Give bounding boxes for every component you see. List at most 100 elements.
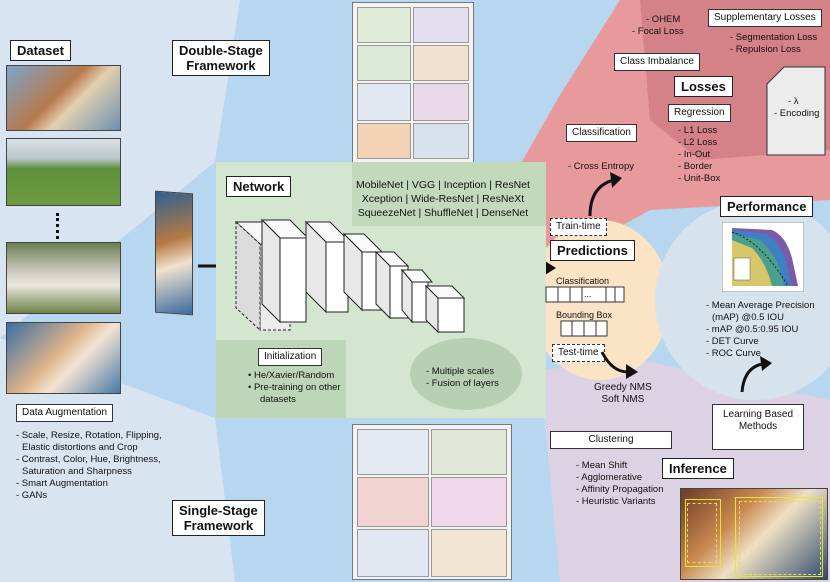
inference-dogs-photo — [680, 488, 828, 580]
double-stage-line1: Double-Stage — [179, 43, 263, 58]
performance-metric: (mAP) @0.5 IOU — [712, 312, 784, 323]
augmentation-item: - GANs — [16, 490, 48, 501]
double-stage-title: Double-Stage Framework — [172, 40, 270, 76]
nms-item: Greedy NMS — [594, 382, 652, 393]
train-time-label: Train-time — [550, 218, 607, 236]
encoding-list: - λ - Encoding — [774, 96, 819, 120]
scales-list: - Multiple scales - Fusion of layers — [426, 366, 499, 390]
scales-item: - Multiple scales — [426, 366, 495, 377]
double-stage-figure — [352, 2, 474, 164]
losses-title: Losses — [674, 76, 733, 97]
performance-metric: - mAP @0.5:0.95 IOU — [706, 324, 799, 335]
augmentation-list: - Scale, Resize, Rotation, Flipping, Ela… — [16, 430, 162, 502]
ohem-item: - OHEM — [646, 14, 681, 25]
performance-metric: - DET Curve — [706, 336, 759, 347]
clustering-item: - Affinity Propagation — [576, 484, 664, 495]
layer-block-2 — [304, 220, 352, 314]
single-stage-figure — [352, 424, 512, 580]
dataset-title: Dataset — [10, 40, 71, 61]
detection-box — [735, 497, 823, 577]
backbone-line: Xception | Wide-ResNet | ResNeXt — [361, 193, 525, 205]
regression-item: - L2 Loss — [678, 137, 718, 148]
kittens-photo — [6, 322, 121, 394]
vector-ellipsis: ... — [584, 289, 592, 299]
field-photo — [6, 138, 121, 206]
cross-entropy-item: - Cross Entropy — [568, 161, 634, 172]
learning-based-methods: Learning Based Methods — [712, 404, 804, 450]
nms-list: Greedy NMS Soft NMS — [594, 382, 652, 406]
scales-item: - Fusion of layers — [426, 378, 499, 389]
regression-item: - Unit-Box — [678, 173, 721, 184]
initialization-item: datasets — [260, 394, 296, 405]
performance-metric: - Mean Average Precision — [706, 300, 815, 311]
detection-box — [687, 503, 717, 563]
supplementary-loss-item: - Repulsion Loss — [730, 44, 801, 55]
classification-loss-title: Classification — [566, 124, 637, 142]
learning-based-line: Learning Based — [722, 409, 794, 420]
regression-item: - Border — [678, 161, 713, 172]
supplementary-loss-item: - Segmentation Loss — [730, 32, 818, 43]
regression-title: Regression — [668, 104, 731, 122]
arrow-to-performance — [740, 356, 772, 393]
backbone-line: SqueezeNet | ShuffleNet | DenseNet — [357, 207, 529, 219]
regression-item: - In-Out — [678, 149, 711, 160]
augmentation-item: Elastic distortions and Crop — [22, 442, 138, 453]
predictions-title: Predictions — [550, 240, 635, 261]
encoding-card — [766, 66, 826, 156]
single-stage-line2: Framework — [183, 518, 254, 533]
detection-box — [685, 499, 721, 567]
bounding-box-output-label: Bounding Box — [556, 310, 613, 320]
regression-item: - L1 Loss — [678, 125, 718, 136]
nms-item: Soft NMS — [601, 394, 645, 405]
performance-metric: - ROC Curve — [706, 348, 761, 359]
backbone-list: MobileNet | VGG | Inception | ResNet Xce… — [356, 178, 530, 220]
initialization-item: • He/Xavier/Random — [248, 370, 335, 381]
data-augmentation-title: Data Augmentation — [16, 404, 114, 422]
input-dog-photo — [155, 190, 193, 316]
double-stage-line2: Framework — [186, 58, 256, 73]
class-imbalance-title: Class Imbalance — [614, 53, 700, 71]
initialization-title: Initialization — [258, 348, 323, 366]
encoding-item: - Encoding — [774, 108, 820, 119]
clustering-item: - Mean Shift — [576, 460, 628, 471]
performance-metrics-list: - Mean Average Precision (mAP) @0.5 IOU … — [706, 300, 815, 360]
sheep-photo — [6, 242, 121, 314]
class-imbalance-list: - OHEM - Focal Loss — [632, 14, 684, 38]
dots-separator — [56, 213, 62, 239]
layer-block-1 — [234, 218, 310, 332]
learning-based-line: Methods — [738, 421, 778, 432]
arrow-test-to-nms — [600, 351, 638, 379]
layer-block-4 — [374, 250, 410, 320]
augmentation-item: - Scale, Resize, Rotation, Flipping, — [16, 430, 162, 441]
network-backbone-panel — [352, 162, 546, 226]
single-stage-line1: Single-Stage — [179, 503, 258, 518]
layer-block-5 — [400, 268, 434, 324]
inference-title: Inference — [662, 458, 734, 479]
clustering-title: Clustering — [550, 431, 672, 449]
test-time-label: Test-time — [552, 344, 605, 362]
clustering-item: - Heuristic Variants — [576, 496, 656, 507]
precision-recall-figure — [722, 222, 804, 292]
supplementary-losses-list: - Segmentation Loss - Repulsion Loss — [730, 32, 817, 56]
single-stage-title: Single-Stage Framework — [172, 500, 265, 536]
clustering-list: - Mean Shift - Agglomerative - Affinity … — [576, 460, 664, 508]
regression-list: - L1 Loss - L2 Loss - In-Out - Border - … — [678, 125, 720, 185]
bounding-box-vector — [560, 320, 608, 337]
backbone-line: MobileNet | VGG | Inception | ResNet — [356, 179, 530, 191]
detection-box — [739, 501, 821, 575]
network-title: Network — [226, 176, 292, 197]
clustering-item: - Agglomerative — [576, 472, 643, 483]
initialization-list: • He/Xavier/Random • Pre-training on oth… — [248, 370, 341, 406]
classification-output-label: Classification — [556, 276, 610, 286]
arrow-train-to-classification — [588, 172, 622, 217]
augmentation-item: Saturation and Sharpness — [22, 466, 132, 477]
focal-loss-item: - Focal Loss — [632, 26, 684, 37]
augmentation-item: - Smart Augmentation — [16, 478, 108, 489]
encoding-item: - λ — [788, 96, 799, 107]
network-layers-diagram — [234, 218, 466, 334]
scales-ellipse — [410, 338, 522, 410]
layer-block-6 — [424, 284, 466, 334]
initialization-item: • Pre-training on other — [248, 382, 341, 393]
dogs-photo — [6, 65, 121, 131]
supplementary-losses-title: Supplementary Losses — [708, 9, 822, 27]
